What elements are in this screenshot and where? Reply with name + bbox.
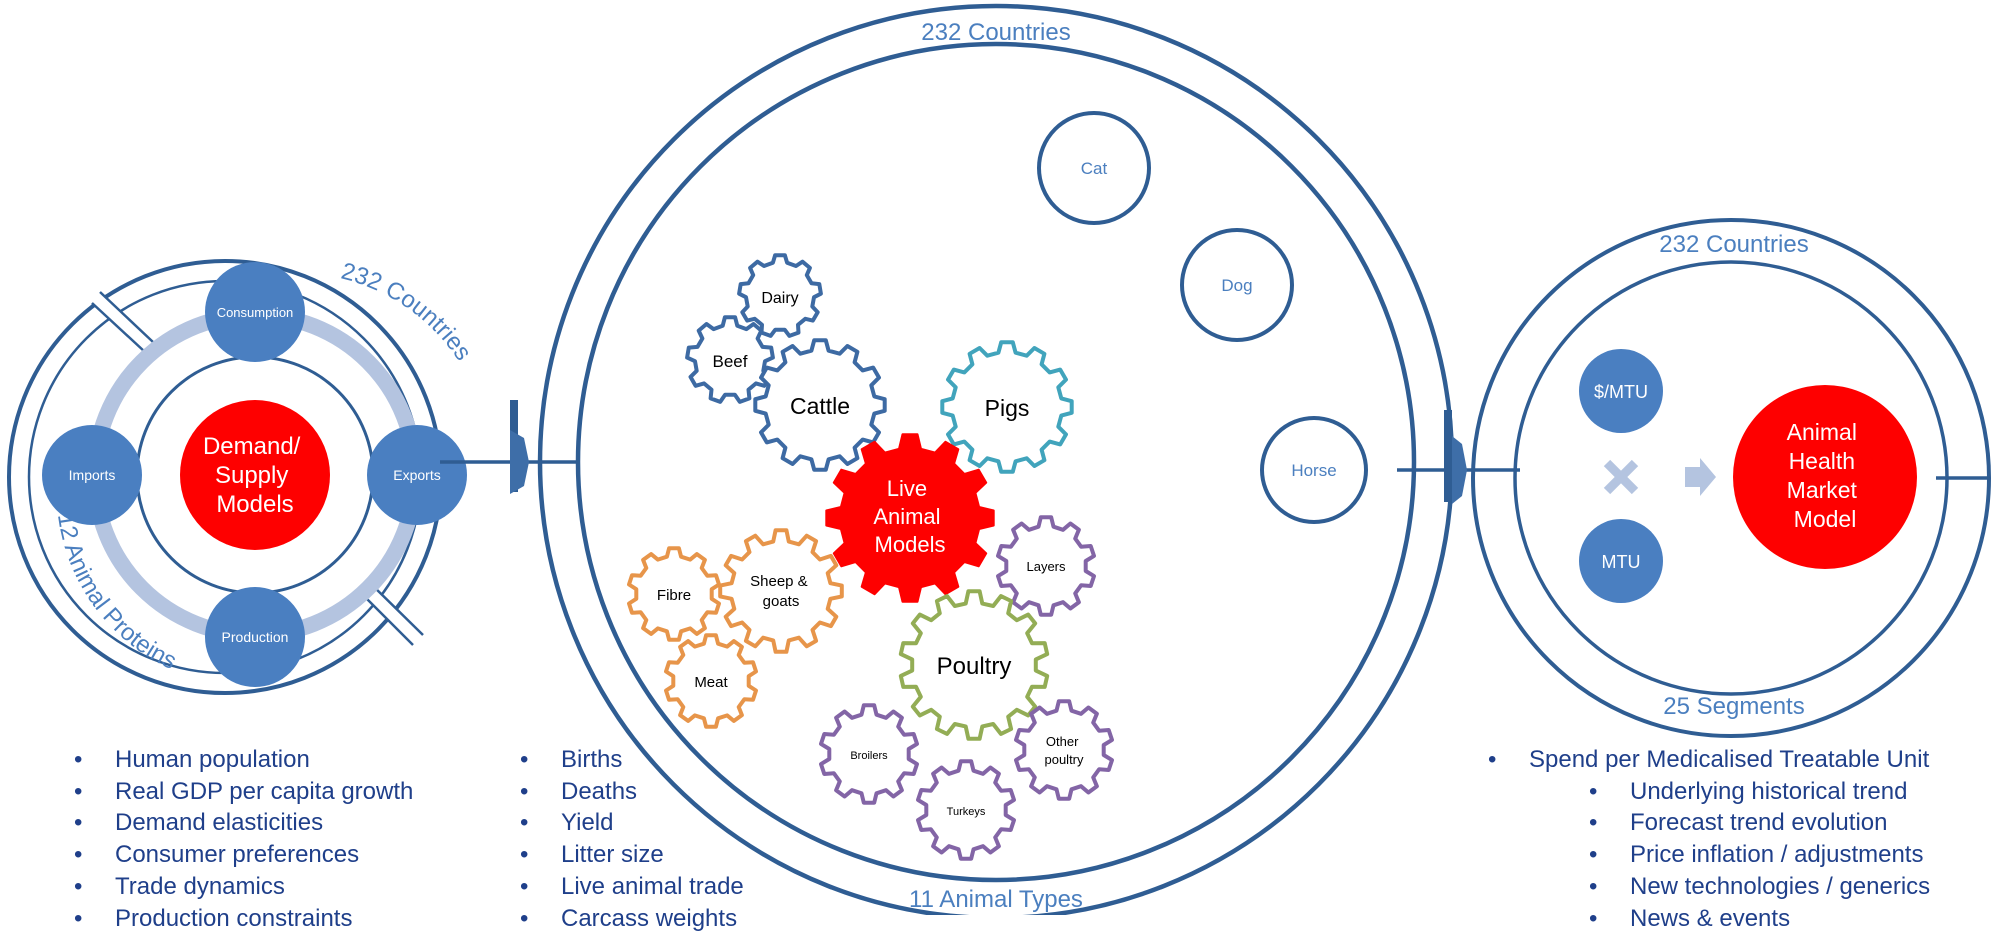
demand-supply-hub — [180, 400, 330, 550]
middle-inner-ring — [575, 41, 1417, 883]
animal-health-market-model-hub — [1733, 385, 1917, 569]
companion-cat-label: Cat — [1081, 159, 1108, 178]
right-ring-label-top: 232 Countries — [1659, 231, 1808, 258]
list-item: Consumer preferences — [74, 839, 413, 871]
gear-other-poultry-label: Other poultry — [1044, 734, 1084, 767]
list-item: Yield — [520, 807, 744, 839]
left-bullet-list: Human population Real GDP per capita gro… — [74, 744, 413, 934]
sub-list-item: News & events — [1488, 903, 1930, 934]
gear-fibre — [627, 546, 721, 642]
gear-layers — [996, 515, 1096, 617]
companion-horse — [1260, 416, 1368, 524]
list-item: Trade dynamics — [74, 871, 413, 903]
live-animal-models-label: Live Animal Models — [873, 476, 946, 557]
list-item: Spend per Medicalised Treatable Unit — [1488, 744, 1930, 776]
flow-arrow-right — [1452, 436, 1467, 504]
list-item: Live animal trade — [520, 871, 744, 903]
right-inner-ring — [1513, 260, 1949, 696]
gear-sheep-goats — [718, 528, 844, 654]
flow-arrow-left — [510, 430, 529, 494]
gear-cattle-label: Cattle — [790, 393, 850, 419]
node-price-per-mtu-label: $/MTU — [1594, 382, 1648, 402]
right-outer-ring — [1471, 218, 1991, 738]
companion-dog-label: Dog — [1221, 276, 1252, 295]
right-ring-label-bottom: 25 Segments — [1663, 693, 1804, 720]
gear-broilers — [819, 703, 919, 805]
middle-bullet-list: Births Deaths Yield Litter size Live ani… — [520, 744, 744, 934]
gear-meat — [664, 633, 758, 729]
gear-layers-label: Layers — [1026, 559, 1066, 574]
list-item: Litter size — [520, 839, 744, 871]
middle-ring-label-top: 232 Countries — [921, 19, 1070, 46]
arrow-right-icon — [1685, 458, 1716, 496]
list-item: Human population — [74, 744, 413, 776]
gear-live-animal-models — [825, 433, 995, 603]
node-production — [205, 587, 305, 687]
node-imports-label: Imports — [69, 467, 116, 483]
list-item: Production constraints — [74, 903, 413, 934]
demand-supply-label: Demand/ Supply Models — [203, 433, 307, 518]
companion-horse-label: Horse — [1291, 461, 1336, 480]
ring-separator-upper — [90, 290, 154, 353]
list-item: Demand elasticities — [74, 807, 413, 839]
sub-list-item: Forecast trend evolution — [1488, 807, 1930, 839]
right-bullet-list: Spend per Medicalised Treatable Unit Und… — [1488, 744, 1930, 934]
node-exports-label: Exports — [393, 467, 440, 483]
list-item: Real GDP per capita growth — [74, 776, 413, 808]
gear-turkeys — [916, 759, 1016, 861]
gear-fibre-label: Fibre — [657, 587, 691, 604]
sub-list-item: Price inflation / adjustments — [1488, 839, 1930, 871]
gear-other-poultry — [1014, 699, 1114, 801]
gear-broilers-label: Broilers — [850, 750, 888, 762]
diagram-canvas: 232 Countries 12 Animal Proteins Consump… — [7, 3, 1991, 915]
ring-separator-lower — [359, 582, 424, 646]
multiply-icon — [1603, 459, 1639, 495]
connector-middle-right — [1397, 410, 1988, 504]
animal-health-market-model-label: Animal Health Market Model — [1787, 419, 1864, 532]
left-ring-label-bottom: 12 Animal Proteins — [52, 512, 181, 675]
node-production-label: Production — [222, 629, 289, 645]
gear-dairy-label: Dairy — [761, 290, 798, 307]
node-consumption — [205, 262, 305, 362]
connector-left-middle — [440, 400, 580, 494]
companion-dog — [1180, 228, 1294, 342]
gear-beef-label: Beef — [713, 352, 748, 371]
left-panel: 232 Countries 12 Animal Proteins Consump… — [7, 258, 477, 695]
node-price-per-mtu — [1579, 349, 1663, 433]
node-mtu-label: MTU — [1602, 552, 1641, 572]
list-item: Births — [520, 744, 744, 776]
gear-beef — [685, 315, 775, 404]
gear-pigs — [940, 340, 1074, 474]
gear-poultry — [898, 589, 1050, 741]
gear-poultry-label: Poultry — [937, 653, 1012, 680]
gear-meat-label: Meat — [694, 674, 728, 691]
node-mtu — [1579, 519, 1663, 603]
sub-list-item: Underlying historical trend — [1488, 776, 1930, 808]
gear-sheep-goats-label: Sheep & goats — [750, 573, 812, 610]
gear-pigs-label: Pigs — [985, 395, 1030, 421]
gear-dairy — [737, 253, 823, 338]
node-imports — [42, 425, 142, 525]
middle-ring-label-bottom: 11 Animal Types — [909, 886, 1083, 913]
gear-cattle — [753, 338, 887, 472]
right-panel: 232 Countries 25 Segments $/MTU MTU Anim… — [1471, 218, 1991, 738]
node-exports — [367, 425, 467, 525]
companion-cat — [1037, 111, 1151, 225]
node-consumption-label: Consumption — [217, 305, 294, 320]
sub-list-item: New technologies / generics — [1488, 871, 1930, 903]
list-item: Carcass weights — [520, 903, 744, 934]
list-item: Deaths — [520, 776, 744, 808]
gear-turkeys-label: Turkeys — [947, 806, 986, 818]
